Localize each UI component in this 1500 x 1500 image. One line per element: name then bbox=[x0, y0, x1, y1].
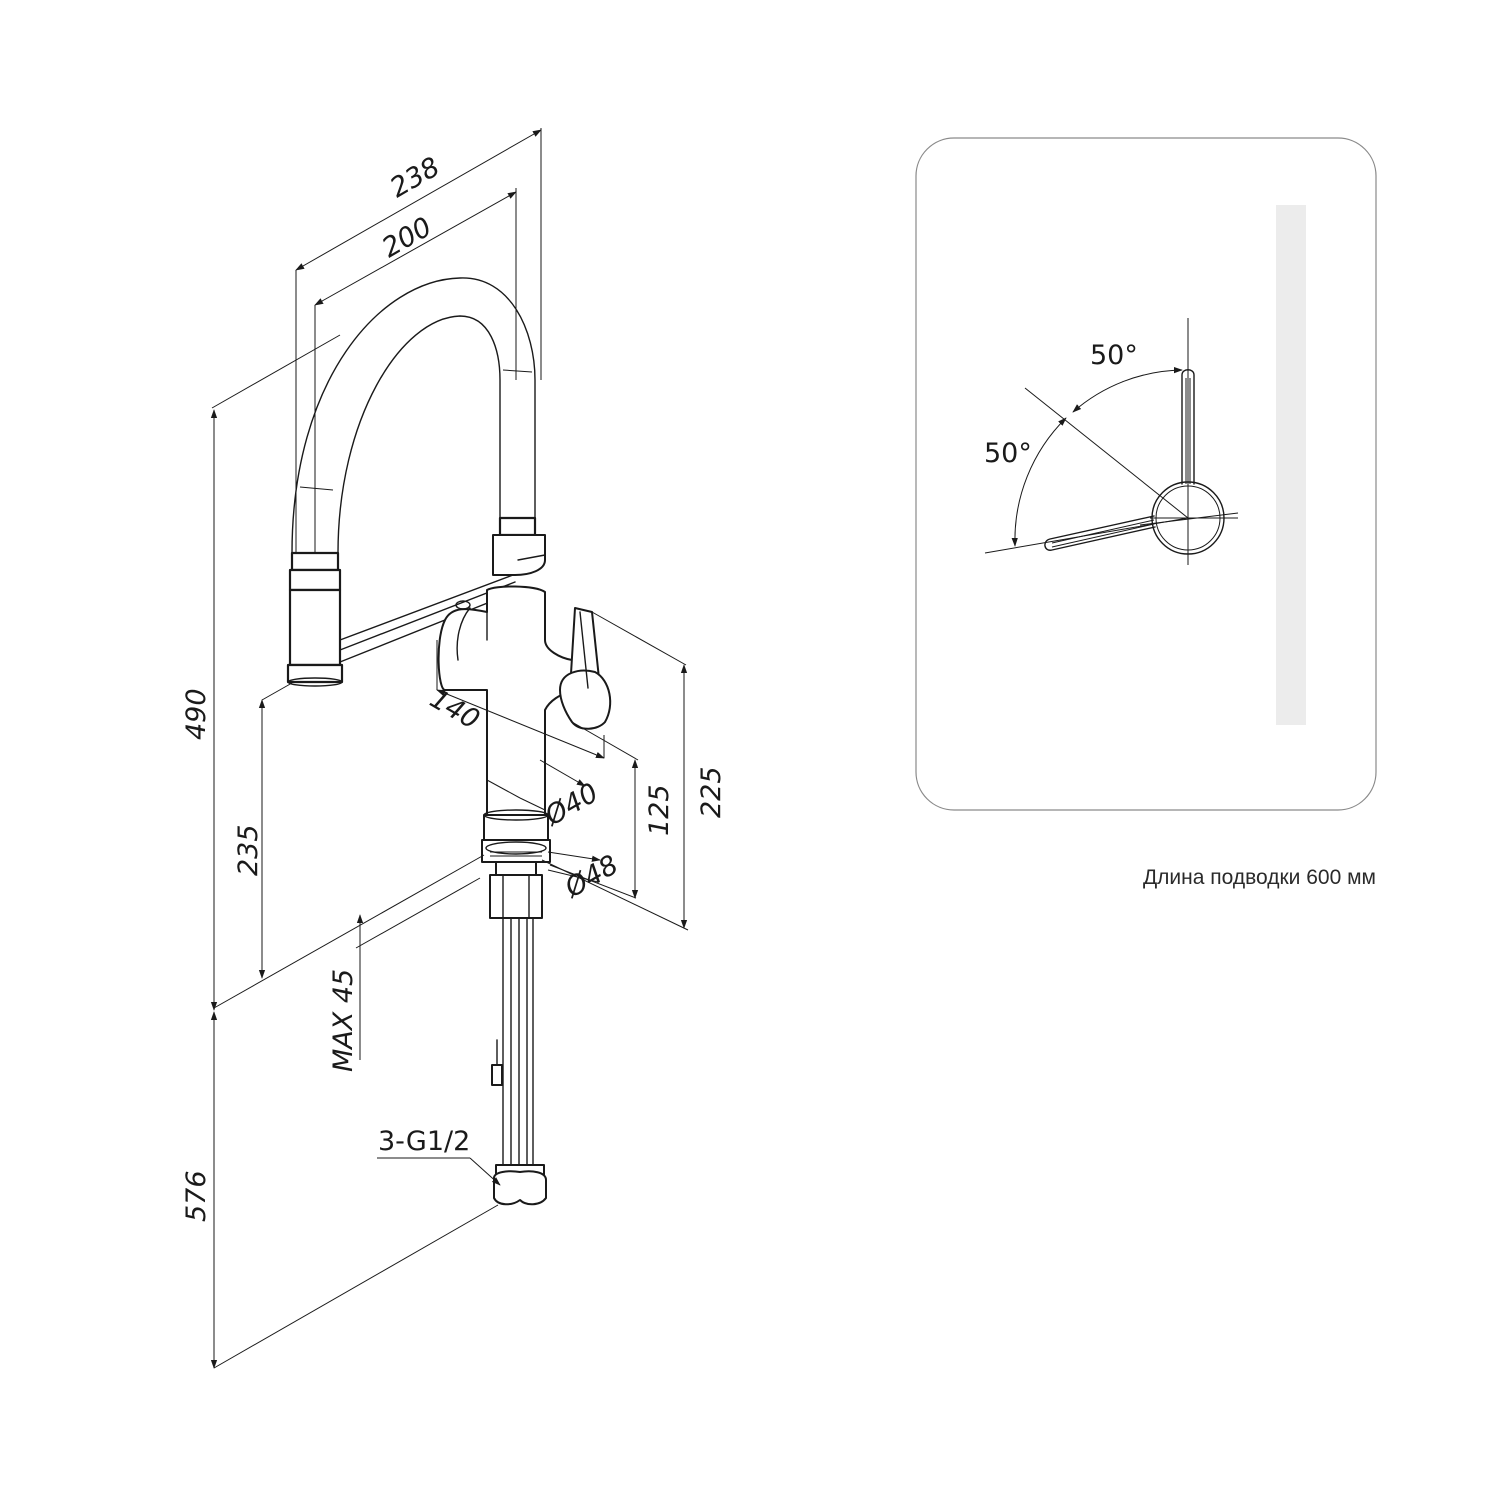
dim-125: 125 bbox=[644, 784, 675, 836]
dim-490: 490 bbox=[181, 688, 212, 740]
dim-235: 235 bbox=[233, 824, 264, 876]
dim-576: 576 bbox=[181, 1170, 212, 1222]
dim-max-45: MAX 45 bbox=[328, 969, 359, 1072]
dim-140: 140 bbox=[425, 683, 485, 736]
dock-collar bbox=[492, 516, 546, 576]
angle-label-top: 50° bbox=[1090, 340, 1138, 371]
rotation-panel: 50° 50° bbox=[915, 137, 1377, 811]
spout-arch-inner bbox=[337, 315, 501, 554]
dim-d48: Ø48 bbox=[559, 849, 624, 904]
dim-connection: 3-G1/2 bbox=[378, 1126, 470, 1157]
dim-200: 200 bbox=[377, 211, 437, 264]
dim-225: 225 bbox=[696, 766, 727, 818]
spray-head bbox=[286, 551, 344, 687]
angle-arc-left bbox=[1011, 417, 1067, 547]
angle-label-left: 50° bbox=[984, 438, 1032, 469]
dimension-lines bbox=[210, 128, 689, 1369]
dim-238: 238 bbox=[385, 151, 445, 204]
angle-arc-top bbox=[1072, 366, 1183, 413]
base-rings bbox=[481, 809, 551, 919]
panel-side-bar bbox=[1276, 205, 1306, 725]
spout-arch-outer bbox=[291, 277, 536, 554]
supply-hoses bbox=[491, 917, 547, 1206]
rotation-panel-frame bbox=[915, 137, 1377, 811]
hose-length-note: Длина подводки 600 мм bbox=[1142, 866, 1376, 889]
